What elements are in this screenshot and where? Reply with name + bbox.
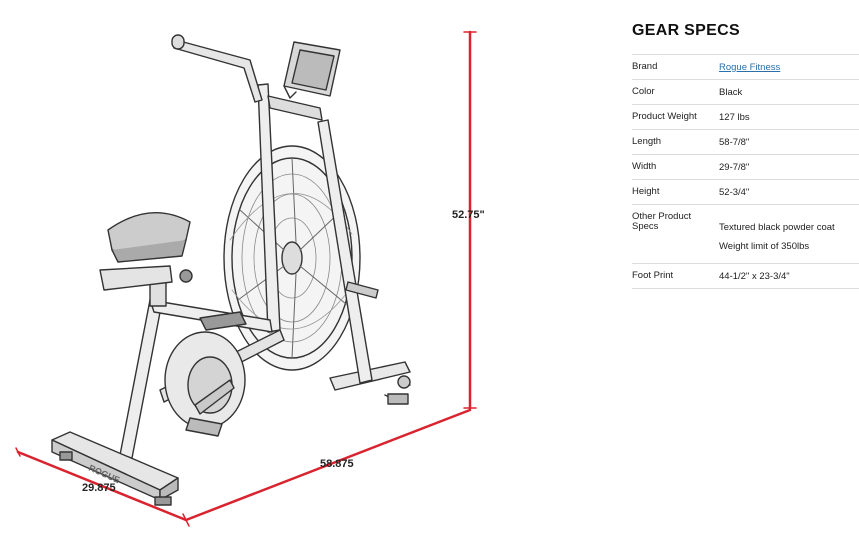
rear-upright bbox=[317, 119, 373, 384]
spec-label: Length bbox=[632, 136, 662, 147]
spec-label: Height bbox=[632, 186, 660, 197]
dimension-lines bbox=[15, 30, 477, 527]
air-bike-drawing: ROGUE bbox=[51, 34, 411, 506]
spec-label: Width bbox=[632, 161, 657, 172]
spec-label: Color bbox=[632, 86, 655, 97]
width-dimension-line bbox=[16, 450, 188, 522]
spec-row-brand: Brand Rogue Fitness bbox=[632, 54, 859, 79]
spec-value: 44-1/2" x 23-3/4" bbox=[719, 270, 790, 282]
spec-value: 58-7/8" bbox=[719, 136, 750, 148]
spec-value: Textured black powder coat bbox=[719, 222, 835, 233]
spec-row-other-specs: Other Product Specs Textured black powde… bbox=[632, 204, 859, 263]
spec-label: Brand bbox=[632, 61, 658, 72]
spec-value: 127 lbs bbox=[719, 111, 750, 123]
brand-link[interactable]: Rogue Fitness bbox=[719, 61, 781, 73]
spec-row-length: Length 58-7/8" bbox=[632, 129, 859, 154]
width-dimension-label: 29.875 bbox=[82, 482, 116, 494]
spec-label: Other Product Specs bbox=[632, 211, 692, 232]
bike-illustration: ROGUE 52.75" 58.875 29.875 bbox=[15, 30, 485, 527]
console bbox=[283, 41, 341, 99]
spec-value: Weight limit of 350lbs bbox=[719, 241, 810, 252]
spec-value: 52-3/4" bbox=[719, 186, 750, 198]
length-dimension-line bbox=[184, 408, 472, 522]
specs-table: Brand Rogue Fitness Color Black Product … bbox=[632, 54, 859, 289]
front-base: ROGUE bbox=[51, 431, 179, 506]
seat bbox=[99, 212, 193, 307]
spec-value: Black bbox=[719, 86, 743, 98]
height-dimension-label: 52.75" bbox=[452, 209, 485, 221]
spec-row-product-weight: Product Weight 127 lbs bbox=[632, 104, 859, 129]
spec-row-foot-print: Foot Print 44-1/2" x 23-3/4" bbox=[632, 263, 859, 289]
spec-row-width: Width 29-7/8" bbox=[632, 154, 859, 179]
spec-row-color: Color Black bbox=[632, 79, 859, 104]
gear-specs-panel: GEAR SPECS Brand Rogue Fitness Color Bla… bbox=[632, 22, 859, 289]
main-frame bbox=[119, 299, 163, 459]
spec-value: 29-7/8" bbox=[719, 161, 750, 173]
spec-label: Foot Print bbox=[632, 270, 674, 281]
spec-label: Product Weight bbox=[632, 111, 697, 122]
spec-row-height: Height 52-3/4" bbox=[632, 179, 859, 204]
fan-wheel bbox=[223, 145, 361, 371]
length-dimension-label: 58.875 bbox=[320, 458, 354, 470]
specs-title: GEAR SPECS bbox=[632, 22, 740, 39]
